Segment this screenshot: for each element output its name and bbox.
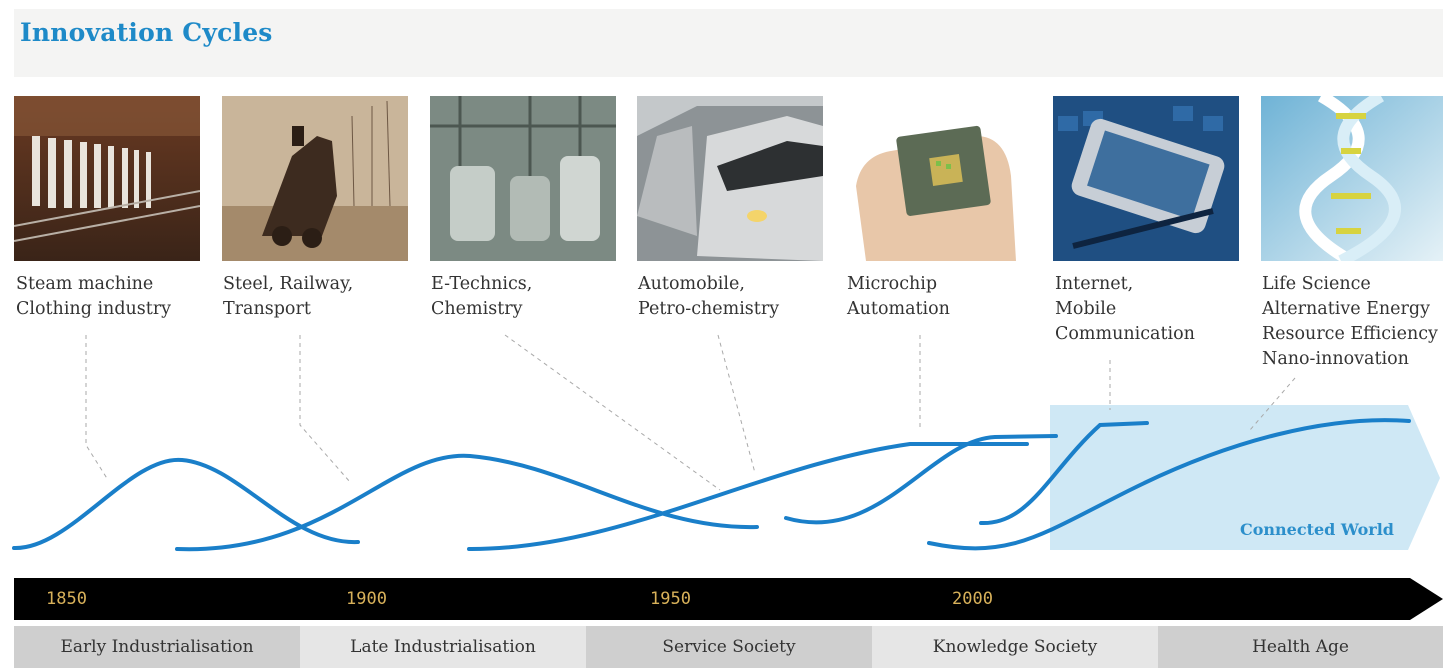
connected-world-label: Connected World [1240,520,1394,539]
wave-curve-6 [927,418,1411,551]
era-label-automobile: Automobile,Petro-chemistry [638,274,780,319]
chemical-plant-image [430,96,616,261]
era-label-steel: Steel, Railway,Transport [223,274,354,319]
wave-curve-5 [979,421,1149,526]
year-1850: 1850 [46,589,87,609]
wave-curve-3 [467,442,1029,552]
phase-knowledge-society: Knowledge Society [872,626,1158,668]
connected-world-arrow [1050,405,1440,550]
era-label-etechnics: E-Technics,Chemistry [431,274,533,319]
spinning-machine-image [14,96,200,261]
wave-curve-1 [12,457,360,551]
page-title: Innovation Cycles [20,18,273,47]
phase-service-society: Service Society [586,626,872,668]
phase-early-industrialisation: Early Industrialisation [14,626,300,668]
innovation-wave-curves [12,418,1411,552]
connector-line-automobile [717,334,756,474]
year-1900: 1900 [346,589,387,609]
year-2000: 2000 [952,589,993,609]
connector-line-steam [85,335,109,481]
cars-traffic-image [637,96,823,261]
connector-line-steel [299,335,351,483]
dna-helix-image [1261,96,1443,261]
connector-line-life-science [1249,377,1296,431]
phase-health-age: Health Age [1158,626,1443,668]
mobile-phone-image [1053,96,1239,261]
microchip-image [846,96,1032,261]
connector-lines [85,334,1296,491]
connector-line-etechnics [504,334,721,491]
timeline-arrow-bar [14,578,1443,620]
header-bar [14,9,1443,77]
phase-late-industrialisation: Late Industrialisation [300,626,586,668]
wave-curve-4 [784,434,1058,525]
steam-locomotive-image [222,96,408,261]
year-1950: 1950 [650,589,691,609]
